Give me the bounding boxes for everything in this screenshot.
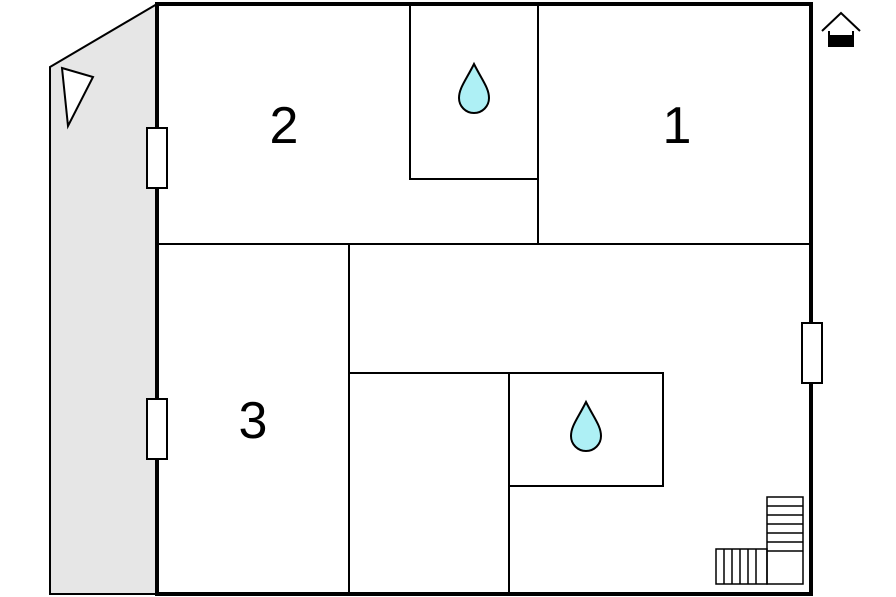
room-label-2: 2 <box>270 97 299 155</box>
stairs-icon <box>715 496 804 585</box>
window <box>146 127 168 189</box>
water-drop-icon <box>457 61 491 114</box>
terrace-triangle-icon <box>60 66 95 130</box>
interior-walls <box>157 4 811 594</box>
house-entrance-icon <box>821 11 861 47</box>
window <box>801 322 823 384</box>
room-label-3: 3 <box>239 392 268 450</box>
water-drop-icon <box>569 399 603 452</box>
room-label-1: 1 <box>663 97 692 155</box>
window <box>146 398 168 460</box>
